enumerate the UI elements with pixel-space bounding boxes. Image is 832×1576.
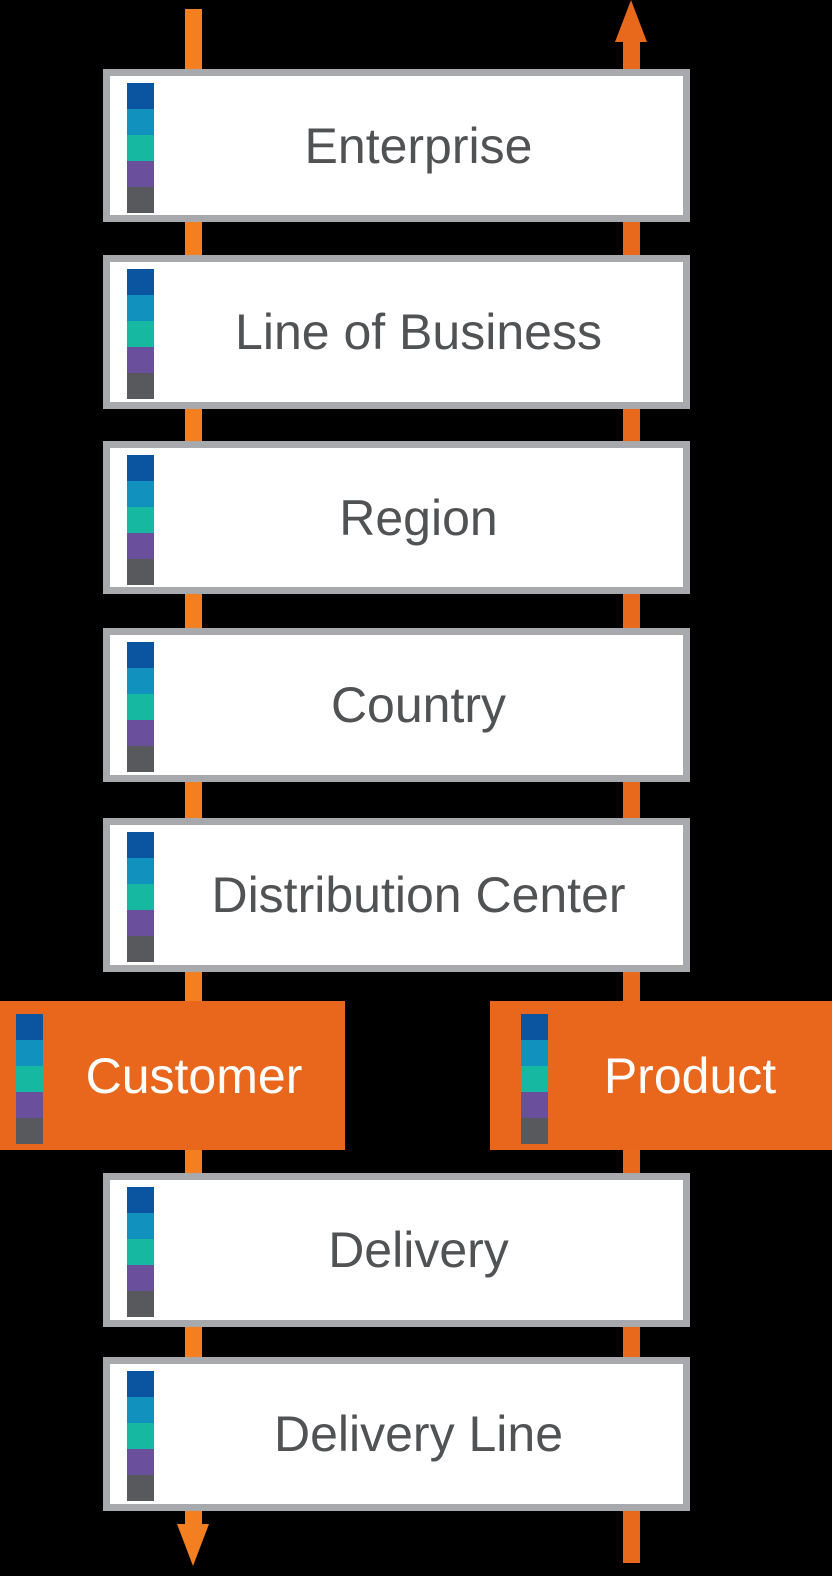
stack-segment (127, 187, 154, 213)
stack-segment (127, 481, 154, 507)
branch-box-customer: Customer (0, 1001, 345, 1150)
level-box-distribution-center: Distribution Center (103, 818, 690, 972)
dimension-stack-icon (127, 1187, 154, 1317)
dimension-stack-icon (521, 1014, 548, 1144)
stack-segment (127, 858, 154, 884)
dimension-stack-icon (127, 1371, 154, 1501)
stack-segment (127, 1475, 154, 1501)
dimension-stack-icon (127, 455, 154, 585)
stack-segment (127, 83, 154, 109)
stack-segment (127, 1265, 154, 1291)
stack-segment (127, 884, 154, 910)
level-box-delivery: Delivery (103, 1173, 690, 1327)
stack-segment (127, 559, 154, 585)
level-label: Enterprise (304, 117, 533, 174)
stack-segment (521, 1092, 548, 1118)
level-label: Country (330, 677, 507, 733)
level-box-enterprise: Enterprise (103, 69, 690, 222)
stack-segment (127, 533, 154, 559)
stack-segment (127, 347, 154, 373)
stack-segment (16, 1014, 43, 1040)
stack-segment (127, 1239, 154, 1265)
stack-segment (521, 1118, 548, 1144)
stack-segment (127, 161, 154, 187)
stack-segment (127, 321, 154, 347)
stack-segment (127, 694, 154, 720)
stack-segment (127, 642, 154, 668)
dimension-stack-icon (127, 642, 154, 772)
level-label: Distribution Center (211, 867, 626, 923)
stack-segment (127, 1291, 154, 1317)
stack-segment (127, 373, 154, 399)
dimension-stack-icon (127, 269, 154, 399)
branch-box-product: Product (490, 1001, 832, 1150)
level-box-line-of-business: Line of Business (103, 255, 690, 409)
level-box-country: Country (103, 628, 690, 782)
level-label: Delivery (328, 1222, 509, 1278)
stack-segment (127, 1213, 154, 1239)
stack-segment (127, 936, 154, 962)
level-box-region: Region (103, 441, 690, 594)
stack-segment (127, 1371, 154, 1397)
stack-segment (127, 295, 154, 321)
stack-segment (521, 1040, 548, 1066)
level-box-delivery-line: Delivery Line (103, 1357, 690, 1511)
stack-segment (127, 1187, 154, 1213)
stack-segment (127, 507, 154, 533)
stack-segment (127, 109, 154, 135)
stack-segment (16, 1066, 43, 1092)
branch-label-customer: Customer (85, 1047, 303, 1104)
stack-segment (127, 1449, 154, 1475)
stack-segment (127, 269, 154, 295)
level-label: Line of Business (235, 304, 602, 360)
stack-segment (127, 746, 154, 772)
stack-segment (521, 1066, 548, 1092)
stack-segment (127, 135, 154, 161)
branch-label-product: Product (603, 1047, 777, 1104)
stack-segment (16, 1040, 43, 1066)
stack-segment (127, 455, 154, 481)
dimension-stack-icon (127, 832, 154, 962)
dimension-stack-icon (127, 83, 154, 213)
stack-segment (127, 1423, 154, 1449)
level-label: Delivery Line (273, 1406, 563, 1462)
stack-segment (16, 1092, 43, 1118)
stack-segment (127, 668, 154, 694)
arrow-head-down-icon (177, 1524, 209, 1566)
stack-segment (16, 1118, 43, 1144)
stack-segment (127, 720, 154, 746)
stack-segment (127, 832, 154, 858)
level-label: Region (339, 489, 498, 546)
stack-segment (127, 1397, 154, 1423)
dimension-stack-icon (16, 1014, 43, 1144)
stack-segment (521, 1014, 548, 1040)
stack-segment (127, 910, 154, 936)
arrow-head-up-icon (615, 0, 647, 42)
